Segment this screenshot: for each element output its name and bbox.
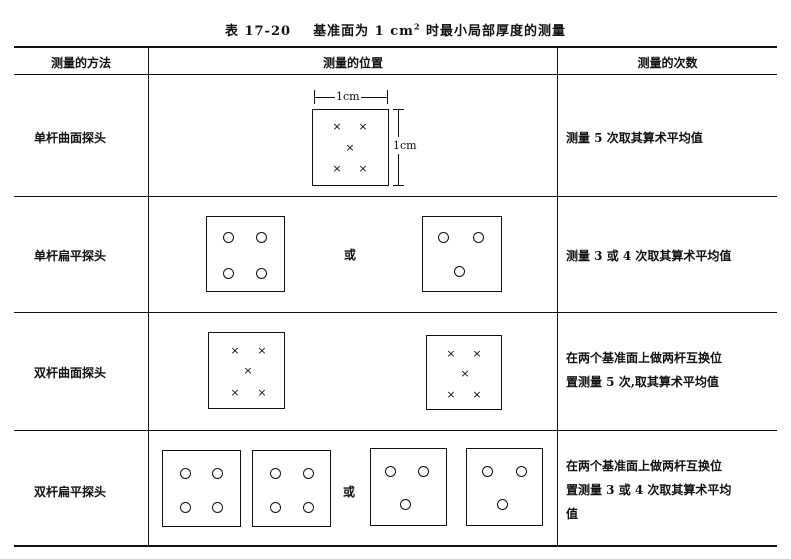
sample-square	[252, 450, 331, 527]
sample-square	[466, 448, 543, 526]
header-position: 测量的位置	[322, 56, 383, 70]
count-line: 在两个基准面上做两杆互换位	[566, 351, 723, 365]
column-divider-2	[557, 46, 558, 546]
circle-mark	[454, 266, 465, 277]
cross-mark: ×	[446, 388, 456, 401]
header-rule	[14, 74, 777, 75]
cross-mark: ×	[472, 347, 482, 360]
cross-mark: ×	[230, 386, 240, 399]
cross-mark: ×	[358, 120, 368, 133]
dimension-tick-right	[387, 90, 388, 104]
row2-rule	[14, 312, 777, 313]
sample-square	[208, 332, 285, 409]
count-cell: 测量 5 次取其算术平均值	[566, 131, 703, 145]
sample-square	[206, 216, 285, 292]
method-cell: 单杆曲面探头	[34, 131, 107, 145]
circle-mark	[223, 268, 234, 279]
count-cell: 在两个基准面上做两杆互换位 置测量 5 次,取其算术平均值	[566, 346, 722, 394]
count-line: 值	[566, 507, 579, 521]
cross-mark: ×	[257, 344, 267, 357]
circle-mark	[212, 468, 223, 479]
circle-mark	[270, 468, 281, 479]
or-label: 或	[343, 485, 356, 499]
circle-mark	[256, 268, 267, 279]
circle-mark	[212, 502, 223, 513]
circle-mark	[473, 232, 484, 243]
cross-mark: ×	[230, 344, 240, 357]
count-line: 在两个基准面上做两杆互换位	[566, 459, 723, 473]
sample-square	[426, 335, 502, 410]
bottom-rule	[14, 545, 777, 547]
title-text-before: 基准面为 1 cm	[313, 24, 414, 39]
count-line: 置测量 5 次,取其算术平均值	[566, 375, 719, 389]
cross-mark: ×	[446, 347, 456, 360]
dimension-tick-bottom	[393, 185, 404, 186]
sample-square	[422, 216, 502, 292]
circle-mark	[385, 466, 396, 477]
sample-square	[162, 450, 241, 527]
table-number: 表 17-20	[224, 24, 292, 39]
cross-mark: ×	[332, 120, 342, 133]
title-text-after: 时最小局部厚度的测量	[420, 24, 567, 39]
or-label: 或	[344, 248, 357, 262]
dimension-tick-left	[314, 90, 315, 104]
circle-mark	[438, 232, 449, 243]
dimension-label-right: 1cm	[392, 137, 418, 154]
title-superscript: 2	[413, 21, 421, 32]
sample-square	[312, 109, 389, 186]
circle-mark	[180, 502, 191, 513]
row1-rule	[14, 196, 777, 197]
cross-mark: ×	[345, 141, 355, 154]
circle-mark	[516, 466, 527, 477]
cross-mark: ×	[332, 162, 342, 175]
circle-mark	[482, 466, 493, 477]
header-method: 测量的方法	[50, 56, 111, 70]
circle-mark	[180, 468, 191, 479]
circle-mark	[303, 502, 314, 513]
circle-mark	[256, 232, 267, 243]
count-cell: 测量 3 或 4 次取其算术平均值	[566, 249, 732, 263]
top-rule	[14, 46, 777, 48]
dimension-label-top: 1cm	[335, 90, 361, 103]
header-count: 测量的次数	[637, 56, 698, 70]
cross-mark: ×	[472, 388, 482, 401]
cross-mark: ×	[460, 367, 470, 380]
circle-mark	[400, 499, 411, 510]
cross-mark: ×	[243, 364, 253, 377]
circle-mark	[418, 466, 429, 477]
method-cell: 双杆曲面探头	[34, 366, 107, 380]
cross-mark: ×	[358, 162, 368, 175]
count-line: 置测量 3 或 4 次取其算术平均	[566, 483, 732, 497]
dimension-tick-top	[393, 109, 404, 110]
circle-mark	[497, 499, 508, 510]
circle-mark	[303, 468, 314, 479]
method-cell: 单杆扁平探头	[34, 249, 107, 263]
sample-square	[370, 448, 447, 526]
cross-mark: ×	[257, 386, 267, 399]
method-cell: 双杆扁平探头	[34, 485, 107, 499]
circle-mark	[270, 502, 281, 513]
row3-rule	[14, 430, 777, 431]
column-divider-1	[148, 46, 149, 546]
table-title: 表 17-20 基准面为 1 cm2 时最小局部厚度的测量	[0, 20, 791, 39]
count-cell: 在两个基准面上做两杆互换位 置测量 3 或 4 次取其算术平均 值	[566, 454, 731, 526]
circle-mark	[223, 232, 234, 243]
